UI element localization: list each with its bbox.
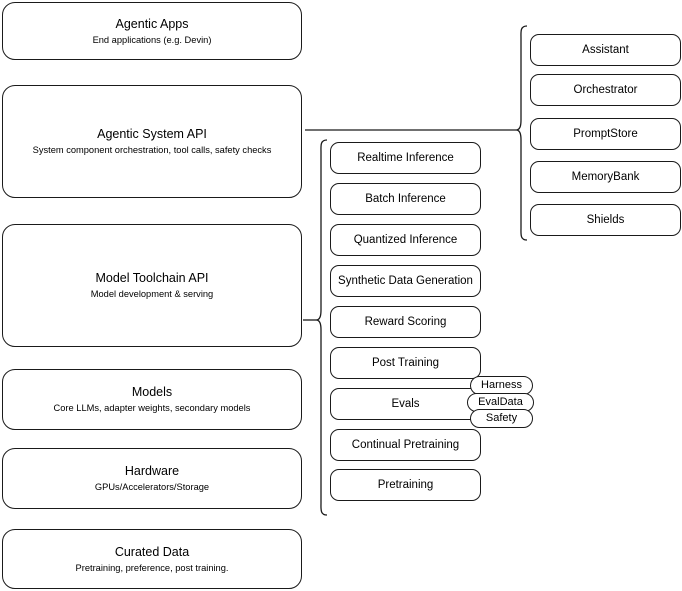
stack-layer-agentic-system-api[interactable]: Agentic System API System component orch… xyxy=(2,85,302,198)
system-component-orchestrator[interactable]: Orchestrator xyxy=(530,74,681,106)
system-component-label: Orchestrator xyxy=(573,83,638,96)
capability-label: Batch Inference xyxy=(365,192,446,205)
capability-pretraining[interactable]: Pretraining xyxy=(330,469,481,501)
eval-pill-label: Safety xyxy=(485,412,518,424)
layer-title: Models xyxy=(131,385,173,399)
capability-evals[interactable]: Evals xyxy=(330,388,481,420)
layer-subtitle: End applications (e.g. Devin) xyxy=(92,34,212,45)
capability-label: Quantized Inference xyxy=(353,233,458,246)
system-component-label: Shields xyxy=(586,213,625,226)
system-component-assistant[interactable]: Assistant xyxy=(530,34,681,66)
layer-title: Hardware xyxy=(124,464,180,478)
capability-label: Continual Pretraining xyxy=(351,438,460,451)
layer-subtitle: System component orchestration, tool cal… xyxy=(32,145,272,155)
capability-post-training[interactable]: Post Training xyxy=(330,347,481,379)
eval-pill-label: Harness xyxy=(481,379,522,391)
layer-subtitle: Pretraining, preference, post training. xyxy=(75,562,229,573)
stack-layer-curated-data[interactable]: Curated Data Pretraining, preference, po… xyxy=(2,529,302,589)
system-component-label: Assistant xyxy=(582,43,629,56)
stack-layer-hardware[interactable]: Hardware GPUs/Accelerators/Storage xyxy=(2,448,302,509)
system-component-memorybank[interactable]: MemoryBank xyxy=(530,161,681,193)
layer-subtitle: Core LLMs, adapter weights, secondary mo… xyxy=(53,403,251,413)
layer-title: Agentic System API xyxy=(97,127,207,141)
system-component-promptstore[interactable]: PromptStore xyxy=(530,118,681,150)
capability-synthetic-data-generation[interactable]: Synthetic Data Generation xyxy=(330,265,481,297)
capability-label: Evals xyxy=(391,397,420,410)
layer-subtitle: GPUs/Accelerators/Storage xyxy=(94,482,210,492)
capability-label: Pretraining xyxy=(377,478,434,491)
capability-batch-inference[interactable]: Batch Inference xyxy=(330,183,481,215)
layer-title: Model Toolchain API xyxy=(95,271,209,285)
capability-reward-scoring[interactable]: Reward Scoring xyxy=(330,306,481,338)
stack-layer-models[interactable]: Models Core LLMs, adapter weights, secon… xyxy=(2,369,302,430)
system-component-shields[interactable]: Shields xyxy=(530,204,681,236)
capability-label: Realtime Inference xyxy=(357,151,454,164)
layer-subtitle: Model development & serving xyxy=(90,289,214,299)
eval-pill-safety[interactable]: Safety xyxy=(470,409,533,428)
stack-layer-model-toolchain-api[interactable]: Model Toolchain API Model development & … xyxy=(2,224,302,347)
system-component-label: PromptStore xyxy=(573,127,638,140)
capability-realtime-inference[interactable]: Realtime Inference xyxy=(330,142,481,174)
layer-title: Curated Data xyxy=(114,544,190,559)
stack-layer-agentic-apps[interactable]: Agentic Apps End applications (e.g. Devi… xyxy=(2,2,302,60)
layer-title: Agentic Apps xyxy=(115,16,189,31)
capability-label: Reward Scoring xyxy=(364,315,447,328)
eval-pill-evaldata[interactable]: EvalData xyxy=(467,393,534,412)
capability-label: Post Training xyxy=(371,356,440,369)
brace-system-components xyxy=(514,25,528,241)
capability-continual-pretraining[interactable]: Continual Pretraining xyxy=(330,429,481,461)
brace-toolchain-capabilities xyxy=(314,139,328,516)
capability-quantized-inference[interactable]: Quantized Inference xyxy=(330,224,481,256)
eval-pill-label: EvalData xyxy=(478,396,523,408)
capability-label: Synthetic Data Generation xyxy=(338,274,473,287)
system-component-label: MemoryBank xyxy=(571,170,640,183)
